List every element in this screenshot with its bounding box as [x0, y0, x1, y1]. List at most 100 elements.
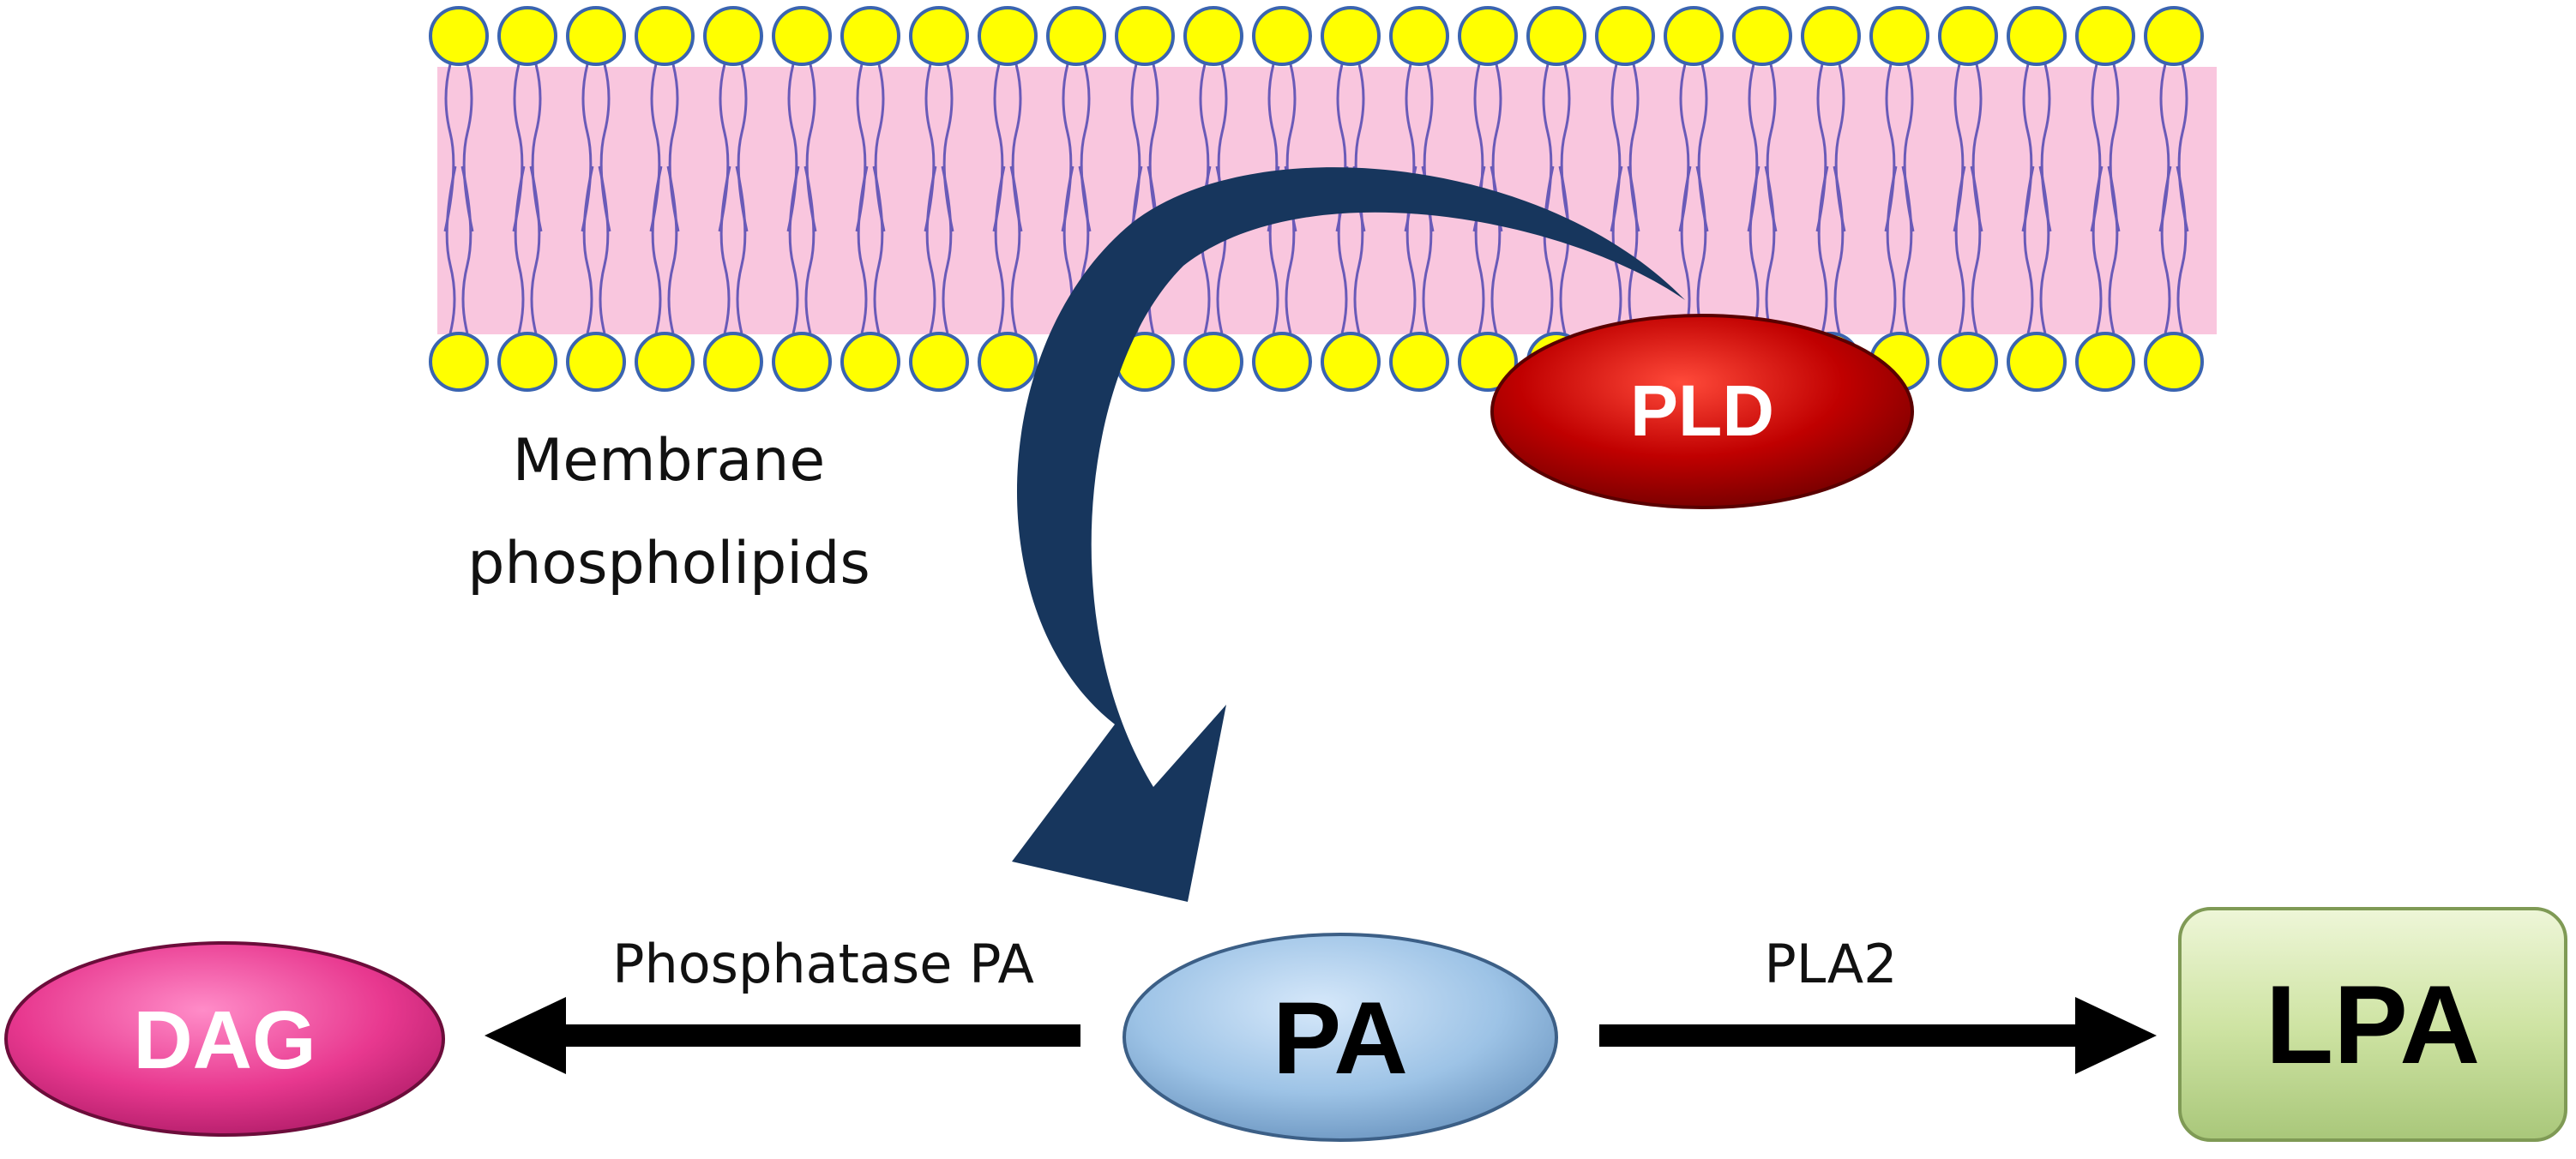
- lipid-tail: [2023, 165, 2035, 334]
- phosphatase-pa-label: Phosphatase PA: [612, 933, 1034, 995]
- lipid-tail: [1886, 165, 1898, 334]
- lipid-head: [1458, 332, 1518, 392]
- lipid-tail: [1558, 165, 1570, 334]
- lipid-tail: [2038, 165, 2050, 334]
- lipid-head: [497, 332, 557, 392]
- lipid-head: [1389, 6, 1449, 66]
- pld-node: PLD: [1490, 314, 1914, 509]
- lipid-tail: [1833, 165, 1845, 334]
- lipid-tail: [1611, 165, 1623, 334]
- lipid-tail: [529, 165, 541, 334]
- lipid-head: [1252, 332, 1312, 392]
- pa-to-lpa-arrow: [1599, 997, 2157, 1074]
- lipid-tail: [582, 165, 594, 334]
- lipid-tail: [2107, 165, 2119, 334]
- lipid-head: [772, 332, 832, 392]
- lipid-head: [978, 6, 1038, 66]
- lipid-head: [566, 6, 626, 66]
- lipid-head: [1115, 6, 1175, 66]
- lipid-head: [1938, 332, 1998, 392]
- lipid-head: [1664, 6, 1724, 66]
- lipid-tail: [1695, 165, 1707, 334]
- pa-to-dag-arrow: [485, 997, 1080, 1074]
- pa-to-lpa-head: [2075, 997, 2157, 1074]
- lipid-head: [1938, 6, 1998, 66]
- membrane-label-line1: Membrane: [513, 427, 825, 495]
- lipid-head: [2007, 6, 2067, 66]
- lipid-tail: [598, 165, 610, 334]
- lipid-tail: [803, 165, 816, 334]
- pa-to-dag-head: [485, 997, 566, 1074]
- lipid-head: [2144, 332, 2204, 392]
- lpa-box: [2178, 907, 2567, 1142]
- pa-ellipse: [1122, 933, 1558, 1142]
- lipid-tail: [1970, 165, 1982, 334]
- lipid-tail: [1954, 165, 1966, 334]
- lipid-head: [909, 6, 969, 66]
- lipid-tail: [2091, 165, 2104, 334]
- lipid-tail: [1817, 165, 1829, 334]
- lipid-tail: [1748, 165, 1760, 334]
- lipid-tail: [719, 165, 731, 334]
- lipid-tail: [925, 165, 937, 334]
- pa-label: PA: [1273, 981, 1408, 1096]
- lipid-tail: [460, 165, 472, 334]
- lipid-tail: [735, 165, 747, 334]
- dag-label: DAG: [133, 994, 316, 1086]
- lipid-head: [1252, 6, 1312, 66]
- lipid-heads-top: [429, 6, 2204, 66]
- lipid-head: [1526, 6, 1586, 66]
- dag-ellipse: [4, 941, 445, 1137]
- lipid-tail: [994, 165, 1006, 334]
- lipid-tail: [514, 165, 526, 334]
- lipid-head: [2075, 332, 2135, 392]
- lipid-tail: [445, 165, 457, 334]
- lipid-head: [840, 332, 900, 392]
- lipid-head: [1046, 6, 1106, 66]
- lipid-heads-bottom: [429, 332, 2204, 392]
- pa-to-dag-shaft: [549, 1024, 1080, 1047]
- pa-node: PA: [1122, 933, 1558, 1142]
- lipid-head: [2075, 6, 2135, 66]
- lipid-tail: [2160, 165, 2172, 334]
- lipid-head: [2007, 332, 2067, 392]
- lipid-tail: [1009, 165, 1021, 334]
- lipid-tail: [941, 165, 953, 334]
- lipid-head: [703, 6, 763, 66]
- lipid-head: [1869, 6, 1929, 66]
- lipid-head: [635, 332, 695, 392]
- pld-label: PLD: [1630, 370, 1774, 451]
- lipid-head: [429, 332, 489, 392]
- lipid-tail: [857, 165, 869, 334]
- lipid-head: [1321, 6, 1381, 66]
- lipid-head: [703, 332, 763, 392]
- lipid-head: [429, 6, 489, 66]
- lipid-tail: [1901, 165, 1913, 334]
- lipid-tail: [1680, 165, 1692, 334]
- dag-node: DAG: [4, 941, 445, 1137]
- membrane-label-line2: phospholipids: [467, 530, 870, 598]
- membrane-bilayer: [429, 6, 2217, 392]
- lipid-head: [1389, 332, 1449, 392]
- lipid-head: [1321, 332, 1381, 392]
- pld-ellipse: [1490, 314, 1914, 509]
- lipid-head: [1595, 6, 1655, 66]
- lipid-tail: [2176, 165, 2188, 334]
- lipid-head: [1732, 6, 1792, 66]
- lipid-head: [2144, 6, 2204, 66]
- lipid-head: [566, 332, 626, 392]
- lipid-head: [1183, 332, 1243, 392]
- lipid-head: [840, 6, 900, 66]
- lipid-tail: [1543, 165, 1555, 334]
- lipid-head: [1458, 6, 1518, 66]
- pla2-label: PLA2: [1764, 933, 1897, 995]
- lpa-label: LPA: [2266, 962, 2480, 1087]
- lipid-head: [635, 6, 695, 66]
- lipid-tail: [872, 165, 884, 334]
- pld-to-pa-arrow: [1012, 167, 1685, 902]
- lpa-node: LPA: [2178, 907, 2567, 1142]
- lipid-tail: [666, 165, 678, 334]
- lipid-head: [1183, 6, 1243, 66]
- lipid-tail: [788, 165, 800, 334]
